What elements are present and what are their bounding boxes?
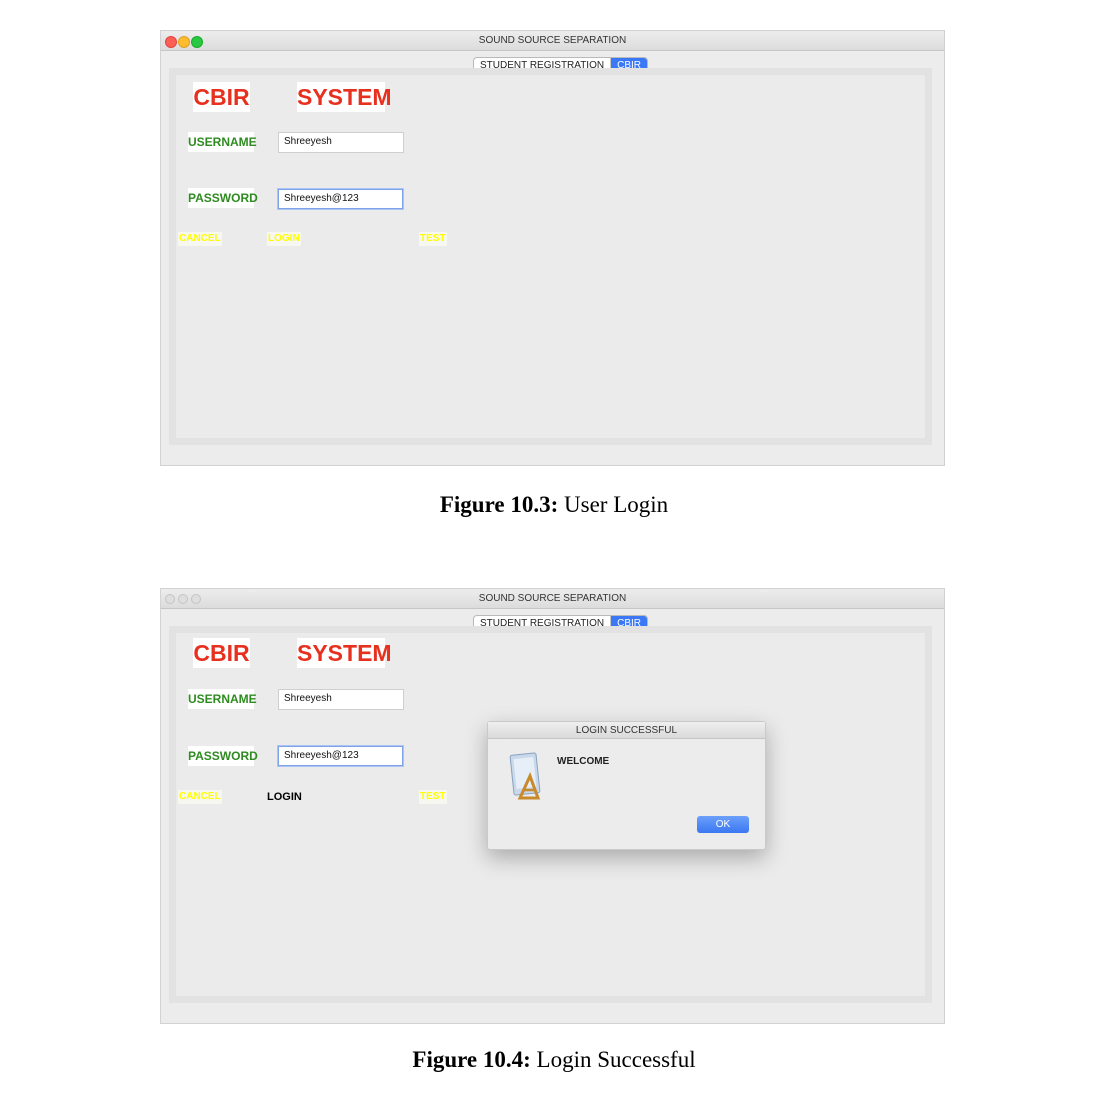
minimize-window-button[interactable]: [178, 36, 190, 48]
heading-cbir: CBIR: [193, 82, 250, 112]
close-window-button[interactable]: [165, 36, 177, 48]
login-button[interactable]: LOGIN: [267, 791, 302, 803]
window-titlebar: SOUND SOURCE SEPARATION: [161, 589, 944, 609]
username-input[interactable]: Shreeyesh: [278, 132, 404, 153]
cancel-button[interactable]: CANCEL: [178, 232, 222, 246]
caption-label: Figure 10.3:: [439, 492, 559, 517]
test-button[interactable]: TEST: [419, 790, 447, 804]
window-title: SOUND SOURCE SEPARATION: [478, 593, 627, 604]
password-input[interactable]: Shreeyesh@123: [278, 189, 403, 209]
cancel-button[interactable]: CANCEL: [178, 790, 222, 804]
dialog-title: LOGIN SUCCESSFUL: [488, 722, 765, 739]
test-button[interactable]: TEST: [419, 232, 447, 246]
figure-caption: Figure 10.3: User Login: [0, 492, 1108, 518]
password-label: PASSWORD: [188, 746, 258, 766]
caption-label: Figure 10.4:: [412, 1047, 531, 1072]
tab-student-registration[interactable]: STUDENT REGISTRATION: [474, 58, 612, 74]
minimize-window-button[interactable]: [178, 594, 188, 604]
tab-student-registration[interactable]: STUDENT REGISTRATION: [474, 616, 612, 632]
heading-system: SYSTEM: [297, 82, 392, 112]
app-icon: [509, 752, 541, 800]
caption-text: Login Successful: [536, 1047, 696, 1072]
username-label: USERNAME: [188, 132, 257, 152]
username-label: USERNAME: [188, 689, 257, 709]
login-successful-dialog: LOGIN SUCCESSFUL WELCOME OK: [487, 721, 766, 850]
window-titlebar: SOUND SOURCE SEPARATION: [161, 31, 944, 51]
heading-cbir: CBIR: [193, 638, 250, 668]
username-input[interactable]: Shreeyesh: [278, 689, 404, 710]
password-input[interactable]: Shreeyesh@123: [278, 746, 403, 766]
heading-system: SYSTEM: [297, 638, 392, 668]
maximize-window-button[interactable]: [191, 594, 201, 604]
ok-button[interactable]: OK: [697, 816, 749, 833]
close-window-button[interactable]: [165, 594, 175, 604]
login-button[interactable]: LOGIN: [267, 232, 301, 246]
window-title: SOUND SOURCE SEPARATION: [478, 35, 627, 46]
maximize-window-button[interactable]: [191, 36, 203, 48]
tab-content-panel: [169, 68, 932, 445]
caption-text: User Login: [564, 492, 669, 517]
dialog-message: WELCOME: [557, 756, 610, 767]
login-window: SOUND SOURCE SEPARATION STUDENT REGISTRA…: [160, 30, 945, 466]
password-label: PASSWORD: [188, 188, 258, 208]
figure-caption: Figure 10.4: Login Successful: [0, 1047, 1108, 1073]
